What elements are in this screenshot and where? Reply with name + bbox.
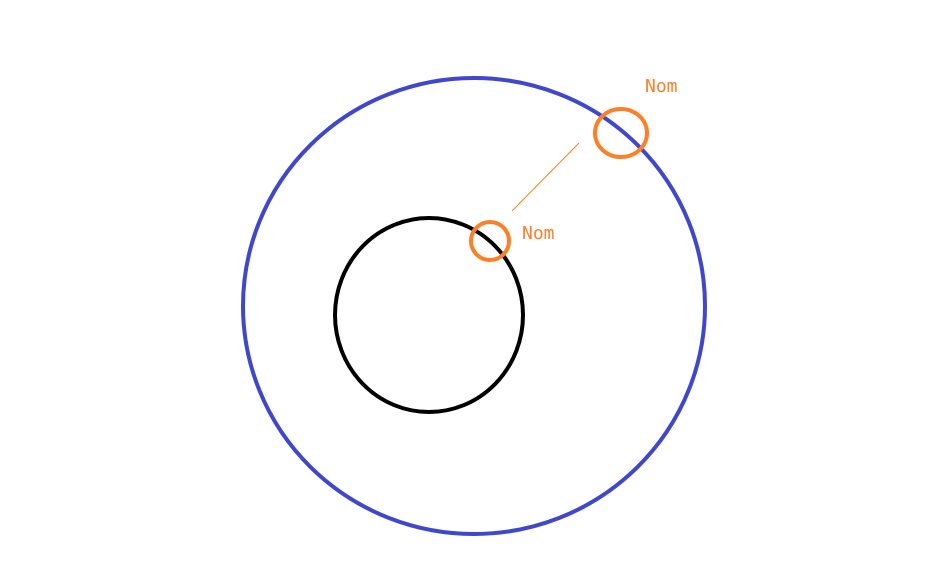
inner-marker-label: Nom: [522, 223, 555, 244]
outer-circle: [241, 76, 707, 536]
connector-line: [511, 142, 580, 212]
outer-marker-ring: [593, 107, 649, 159]
inner-circle: [333, 216, 525, 414]
inner-marker-ring: [469, 220, 511, 262]
outer-marker-label: Nom: [645, 76, 678, 97]
